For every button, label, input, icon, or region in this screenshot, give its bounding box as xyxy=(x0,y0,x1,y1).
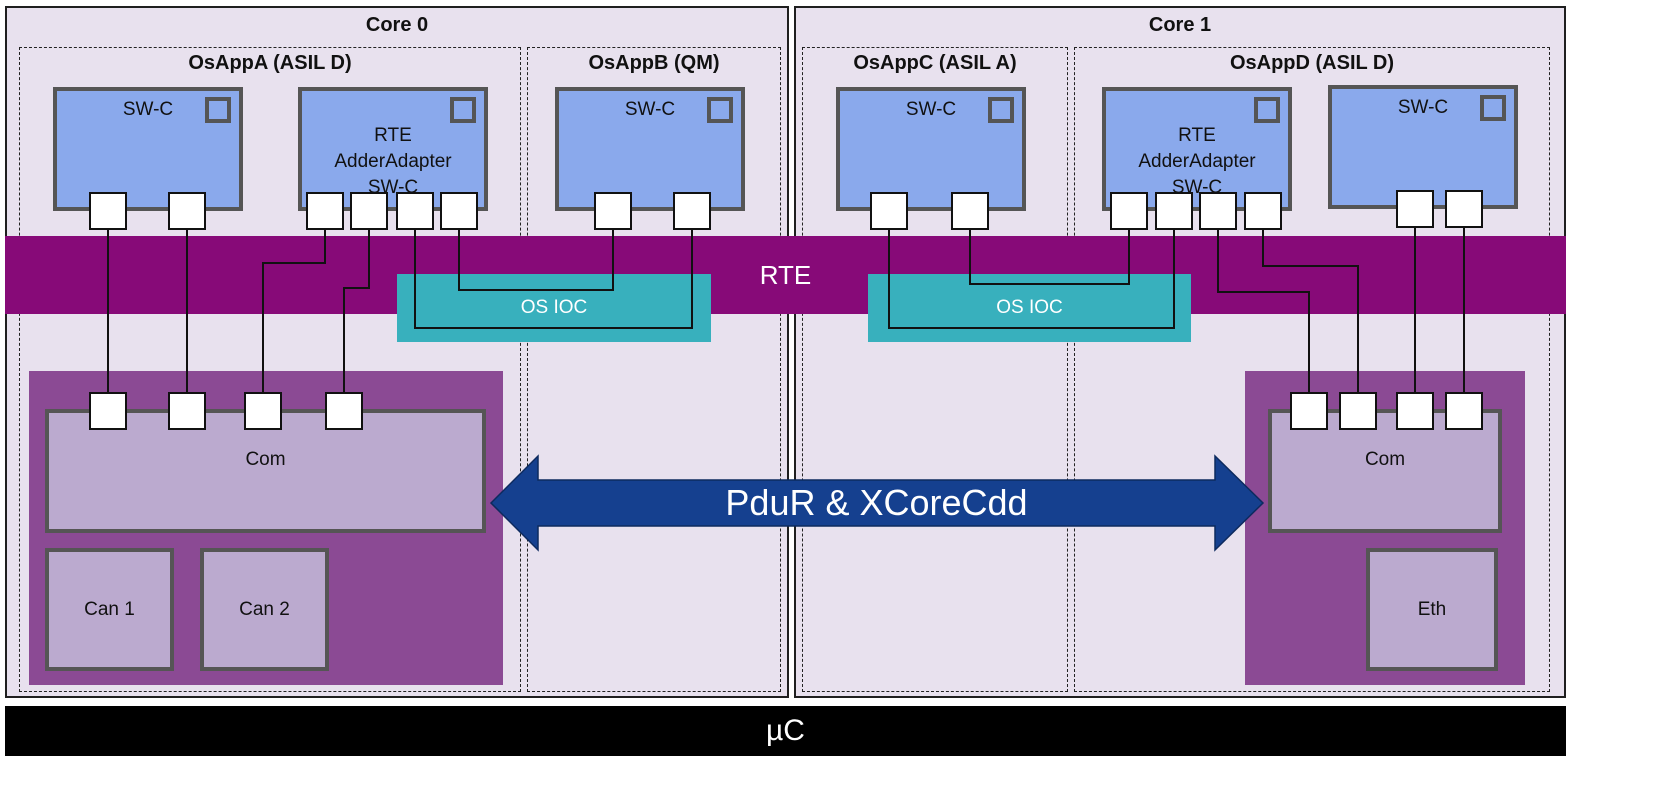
os-ioc-core0: OS IOC xyxy=(397,274,711,342)
port-swc-d2-2[interactable] xyxy=(1445,190,1483,228)
can1-module[interactable]: Can 1 xyxy=(45,548,174,671)
rte-band: RTE xyxy=(5,236,1566,314)
port-com-right-1[interactable] xyxy=(1290,392,1328,430)
connection-line xyxy=(414,228,693,329)
connection-line xyxy=(888,228,1175,329)
osapp-d-title: OsAppD (ASIL D) xyxy=(1229,52,1395,74)
com-label: Com xyxy=(245,449,286,470)
swc-d2[interactable]: SW-C xyxy=(1328,85,1518,209)
port-swc-c1-1[interactable] xyxy=(870,192,908,230)
port-swc-b1-1[interactable] xyxy=(594,192,632,230)
osapp-d-region xyxy=(1074,47,1550,692)
pdur-xcorecdd-label: PduR & XCoreCdd xyxy=(725,482,1028,523)
port-swc-a2-3[interactable] xyxy=(396,192,434,230)
uc-label: µC xyxy=(766,714,805,747)
port-swc-a2-2[interactable] xyxy=(350,192,388,230)
component-icon xyxy=(205,97,231,123)
port-swc-a2-1[interactable] xyxy=(306,192,344,230)
component-icon xyxy=(707,97,733,123)
connection-line xyxy=(1217,228,1310,392)
port-swc-b1-2[interactable] xyxy=(673,192,711,230)
osapp-c-title: OsAppC (ASIL A) xyxy=(853,52,1017,74)
core-0-title: Core 0 xyxy=(365,14,429,36)
port-com-right-3[interactable] xyxy=(1396,392,1434,430)
port-com-right-2[interactable] xyxy=(1339,392,1377,430)
port-swc-a2-4[interactable] xyxy=(440,192,478,230)
port-swc-d1-1[interactable] xyxy=(1110,192,1148,230)
os-ioc-label: OS IOC xyxy=(996,297,1063,318)
port-com-right-4[interactable] xyxy=(1445,392,1483,430)
component-icon xyxy=(1480,95,1506,121)
os-ioc-core1: OS IOC xyxy=(868,274,1191,342)
osapp-b-region xyxy=(527,47,781,692)
osapp-a-region xyxy=(19,47,521,692)
swc-a2-label: RTE AdderAdapter SW-C xyxy=(334,125,452,198)
port-com-left-2[interactable] xyxy=(168,392,206,430)
swc-b1[interactable]: SW-C xyxy=(555,87,745,211)
swc-a1[interactable]: SW-C xyxy=(53,87,243,211)
connection-line xyxy=(343,228,370,392)
pdur-arrow xyxy=(489,454,1265,552)
port-com-left-1[interactable] xyxy=(89,392,127,430)
swc-a2-adder-adapter[interactable]: RTE AdderAdapter SW-C xyxy=(298,87,488,211)
port-com-left-4[interactable] xyxy=(325,392,363,430)
swc-d2-label: SW-C xyxy=(1397,97,1449,118)
port-swc-a1-1[interactable] xyxy=(89,192,127,230)
port-swc-d1-3[interactable] xyxy=(1199,192,1237,230)
component-icon xyxy=(450,97,476,123)
eth-module[interactable]: Eth xyxy=(1366,548,1498,671)
port-com-left-3[interactable] xyxy=(244,392,282,430)
swc-c1[interactable]: SW-C xyxy=(836,87,1026,211)
can2-label: Can 2 xyxy=(239,599,290,620)
osapp-a-title: OsAppA (ASIL D) xyxy=(188,52,352,74)
connection-line xyxy=(1262,228,1359,392)
osapp-c-region xyxy=(802,47,1068,692)
connection-line xyxy=(969,228,1130,285)
osapp-b-title: OsAppB (QM) xyxy=(588,52,720,74)
swc-b1-label: SW-C xyxy=(624,99,676,120)
port-swc-d2-1[interactable] xyxy=(1396,190,1434,228)
port-swc-a1-2[interactable] xyxy=(168,192,206,230)
port-swc-c1-2[interactable] xyxy=(951,192,989,230)
swc-a1-label: SW-C xyxy=(122,99,174,120)
connection-line xyxy=(458,228,614,291)
rte-label: RTE xyxy=(759,260,812,290)
can1-label: Can 1 xyxy=(84,599,135,620)
os-ioc-label: OS IOC xyxy=(520,297,588,318)
connection-line xyxy=(262,228,326,392)
com-label: Com xyxy=(1364,449,1406,470)
port-swc-d1-2[interactable] xyxy=(1155,192,1193,230)
core-1-title: Core 1 xyxy=(1148,14,1212,36)
swc-d1-adder-adapter[interactable]: RTE AdderAdapter SW-C xyxy=(1102,87,1292,211)
eth-label: Eth xyxy=(1417,599,1447,620)
port-swc-d1-4[interactable] xyxy=(1244,192,1282,230)
component-icon xyxy=(1254,97,1280,123)
microcontroller-bar: µC xyxy=(5,706,1566,756)
can2-module[interactable]: Can 2 xyxy=(200,548,329,671)
component-icon xyxy=(988,97,1014,123)
swc-c1-label: SW-C xyxy=(905,99,957,120)
